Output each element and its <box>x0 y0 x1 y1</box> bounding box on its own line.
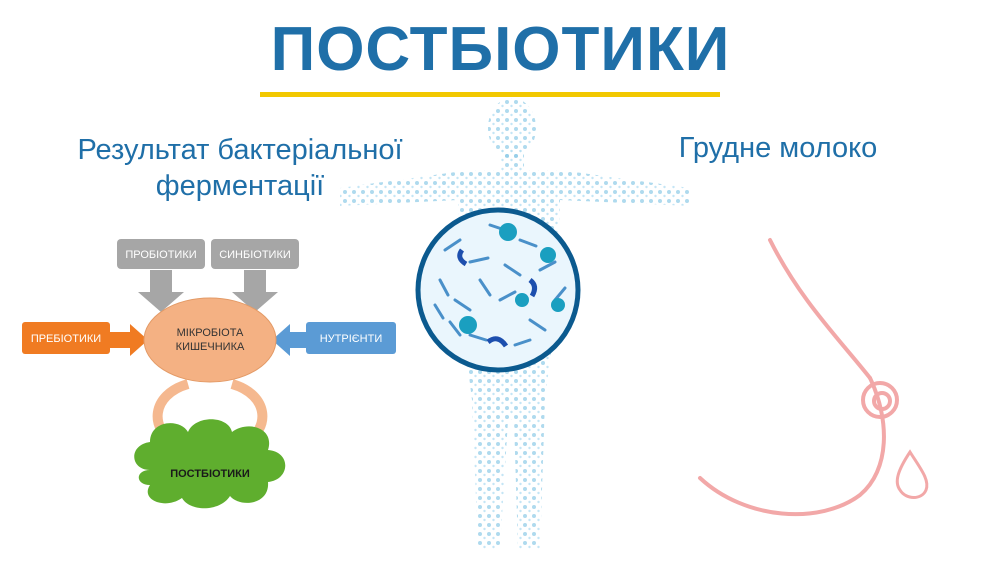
prebiotics-label: ПРЕБІОТИКИ <box>31 333 101 345</box>
fermentation-heading: Результат бактеріальної ферментації <box>30 132 450 204</box>
fermentation-heading-line1: Результат бактеріальної <box>77 134 403 166</box>
bacteria-microscope-circle <box>415 207 581 373</box>
nutrients-node: НУТРІЄНТИ <box>272 322 396 356</box>
postbiotics-label: ПОСТБІОТИКИ <box>170 468 250 480</box>
synbiotics-node: СИНБІОТИКИ <box>211 239 299 312</box>
probiotics-node: ПРОБІОТИКИ <box>117 239 205 312</box>
microbiota-label-line2: КИШЕЧНИКА <box>176 341 245 353</box>
title-underline <box>260 92 720 97</box>
microbiota-flow-diagram: ПРОБІОТИКИ СИНБІОТИКИ ПРЕБІОТИКИ НУТРІЄН… <box>22 239 396 509</box>
microbiota-node: МІКРОБІОТА КИШЕЧНИКА <box>143 297 277 383</box>
breast-milk-illustration <box>698 238 929 517</box>
synbiotics-label: СИНБІОТИКИ <box>219 249 291 261</box>
page-title: ПОСТБІОТИКИ <box>270 15 731 84</box>
nutrients-label: НУТРІЄНТИ <box>320 333 383 345</box>
breast-milk-heading: Грудне молоко <box>678 132 878 164</box>
probiotics-label: ПРОБІОТИКИ <box>125 249 196 261</box>
postbiotics-cloud: ПОСТБІОТИКИ <box>134 419 286 509</box>
prebiotics-node: ПРЕБІОТИКИ <box>22 322 148 356</box>
fermentation-heading-line2: ферментації <box>155 170 325 202</box>
microbiota-label-line1: МІКРОБІОТА <box>177 327 244 339</box>
